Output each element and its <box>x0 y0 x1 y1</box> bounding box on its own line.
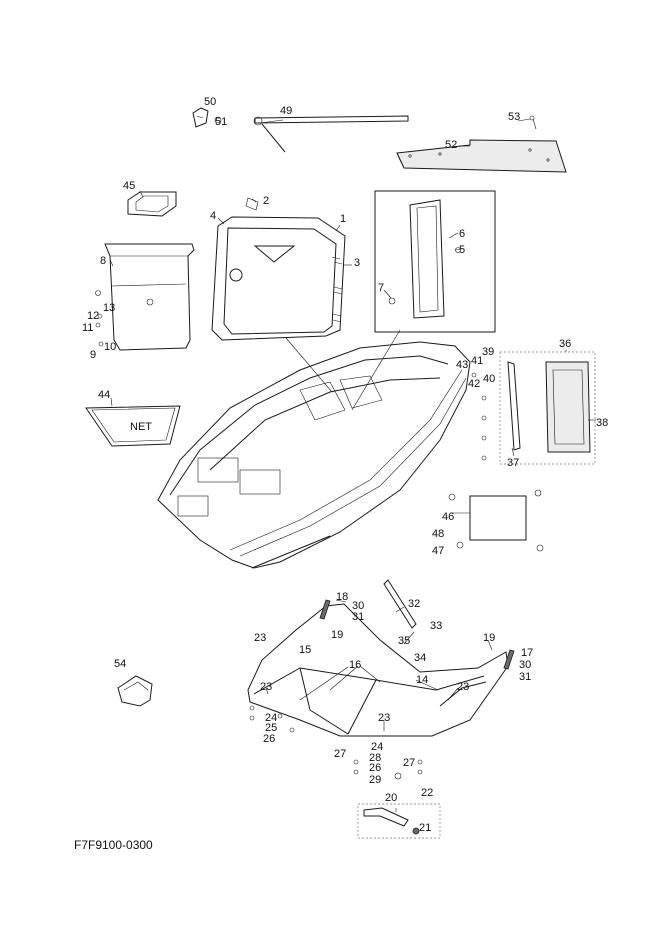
deck-cover-part-52 <box>396 139 567 173</box>
diagram-code: F7F9100-0300 <box>74 838 153 852</box>
callout-24b: 24 <box>371 741 383 753</box>
callout-18: 18 <box>336 591 348 603</box>
callout-28: 28 <box>369 752 381 764</box>
callout-37: 37 <box>507 457 519 469</box>
callout-31b: 31 <box>519 671 531 683</box>
net-label: NET <box>130 421 152 433</box>
callout-14: 14 <box>416 674 428 686</box>
callout-3: 3 <box>354 257 360 269</box>
hinge-part-3 <box>331 256 343 323</box>
callout-52: 52 <box>445 139 457 151</box>
callout-13: 13 <box>103 302 115 314</box>
trim-assembly-20 <box>357 803 441 839</box>
callout-53: 53 <box>508 111 520 123</box>
callout-23c: 23 <box>457 681 469 693</box>
callout-15: 15 <box>299 644 311 656</box>
callout-29: 29 <box>369 774 381 786</box>
hatch-door-part-1-4 <box>211 216 346 341</box>
callout-25: 25 <box>265 722 277 734</box>
callout-27: 27 <box>334 748 346 760</box>
callout-38: 38 <box>596 417 608 429</box>
storage-box-part-8 <box>104 243 195 351</box>
callout-35: 35 <box>398 635 410 647</box>
callout-30: 30 <box>352 600 364 612</box>
leader-lines <box>109 118 596 812</box>
callout-16: 16 <box>349 659 361 671</box>
callout-23d: 23 <box>378 712 390 724</box>
callout-46: 46 <box>442 511 454 523</box>
callout-45: 45 <box>123 180 135 192</box>
cargo-net-part-44: NET <box>85 405 181 447</box>
callout-12: 12 <box>87 310 99 322</box>
callout-8: 8 <box>100 255 106 267</box>
callout-27b: 27 <box>403 757 415 769</box>
mat-part-46 <box>448 489 544 552</box>
callout-36: 36 <box>559 338 571 350</box>
callout-43: 43 <box>456 359 468 371</box>
hinge-hardware-9-13 <box>95 290 104 347</box>
callout-21: 21 <box>419 822 431 834</box>
callout-4: 4 <box>210 210 216 222</box>
callout-47: 47 <box>432 545 444 557</box>
callout-34: 34 <box>414 652 426 664</box>
callout-49: 49 <box>280 105 292 117</box>
clip-part-50-51 <box>192 107 222 128</box>
latch-detail-inset <box>374 190 496 333</box>
callout-23: 23 <box>254 632 266 644</box>
callout-2: 2 <box>263 195 269 207</box>
callout-23b: 23 <box>260 681 272 693</box>
callout-labels: 1 2 3 4 5 6 7 8 9 10 11 12 13 14 15 16 1… <box>82 96 608 834</box>
callout-41: 41 <box>471 355 483 367</box>
windshield-frame <box>247 603 509 737</box>
callout-9: 9 <box>90 349 96 361</box>
callout-42: 42 <box>468 378 480 390</box>
callout-5: 5 <box>459 244 465 256</box>
boat-hull <box>157 341 471 569</box>
strut-part-32 <box>383 579 417 629</box>
screw-part-53 <box>529 115 537 130</box>
callout-32: 32 <box>408 598 420 610</box>
callout-33: 33 <box>430 620 442 632</box>
cup-tray-part-45 <box>127 191 177 217</box>
callout-26b: 26 <box>369 762 381 774</box>
mirror-part-54 <box>117 675 153 707</box>
callout-31: 31 <box>352 611 364 623</box>
callout-17: 17 <box>521 647 533 659</box>
callout-24: 24 <box>265 712 277 724</box>
callout-10: 10 <box>104 341 116 353</box>
callout-19b: 19 <box>483 632 495 644</box>
callout-1: 1 <box>340 213 346 225</box>
callout-54: 54 <box>114 658 126 670</box>
callout-7: 7 <box>378 282 384 294</box>
screws-39-43 <box>471 372 487 461</box>
antenna-rod-part-49 <box>253 115 409 153</box>
callout-11: 11 <box>82 322 93 334</box>
callout-20: 20 <box>385 792 397 804</box>
callout-48: 48 <box>432 528 444 540</box>
callout-22: 22 <box>421 787 433 799</box>
callout-6: 6 <box>459 228 465 240</box>
callout-39: 39 <box>482 346 494 358</box>
callout-40: 40 <box>483 373 495 385</box>
callout-44: 44 <box>98 389 110 401</box>
callout-50: 50 <box>204 96 216 108</box>
callout-26: 26 <box>263 733 275 745</box>
callout-30b: 30 <box>519 659 531 671</box>
bracket-part-2 <box>245 197 259 211</box>
callout-19: 19 <box>331 629 343 641</box>
fasteners-24-29 <box>249 705 423 780</box>
callout-51: 51 <box>215 116 227 128</box>
side-brackets-17-18 <box>319 599 515 670</box>
side-window-assembly-36 <box>499 351 596 465</box>
